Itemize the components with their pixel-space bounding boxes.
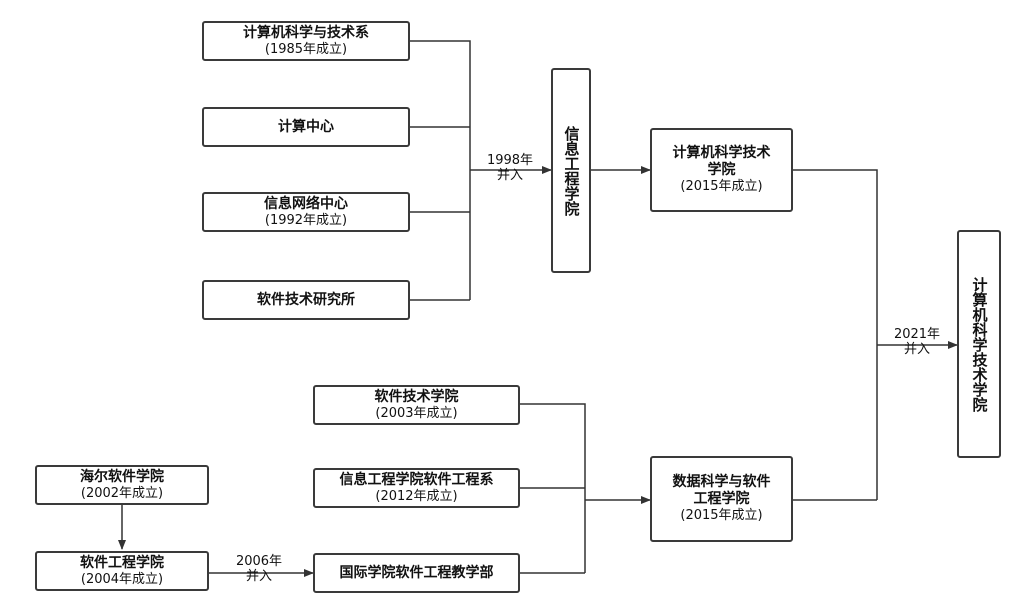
node-title-line1: 计算机科学技术 bbox=[672, 145, 771, 161]
node-final-school: 计算机科学技术学院 bbox=[957, 230, 1001, 458]
connector-software-tech-school bbox=[520, 403, 586, 573]
edge-label-year: 1998年 bbox=[486, 153, 534, 168]
edge-label-action: 并入 bbox=[245, 569, 272, 584]
node-title: 计算机科学与技术系 bbox=[243, 24, 369, 41]
node-title: 信息工程学院软件工程系 bbox=[339, 471, 494, 488]
node-intl-sw-dept: 国际学院软件工程教学部 bbox=[313, 553, 520, 593]
node-note: (2012年成立) bbox=[375, 488, 458, 504]
node-haier-school: 海尔软件学院 (2002年成立) bbox=[35, 465, 209, 505]
node-note: (1992年成立) bbox=[264, 212, 348, 228]
node-info-eng-sw-dept: 信息工程学院软件工程系 (2012年成立) bbox=[313, 468, 520, 508]
node-title: 软件技术学院 bbox=[374, 388, 459, 405]
node-title-line2: 工程学院 bbox=[693, 491, 750, 507]
edge-label-year: 2021年 bbox=[893, 327, 941, 342]
node-sw-eng-school: 软件工程学院 (2004年成立) bbox=[35, 551, 209, 591]
node-title: 信息工程学院 bbox=[562, 125, 581, 216]
node-network-center: 信息网络中心 (1992年成立) bbox=[202, 192, 410, 232]
node-note: (2015年成立) bbox=[680, 508, 763, 523]
edge-label-1998: 1998年 并入 bbox=[478, 153, 542, 183]
node-title: 软件技术研究所 bbox=[257, 291, 355, 308]
connector-cs-dept bbox=[410, 40, 471, 300]
node-title: 信息网络中心 bbox=[264, 195, 348, 212]
node-note: (1985年成立) bbox=[264, 41, 348, 57]
node-title-line2: 学院 bbox=[707, 162, 736, 178]
connector-cs-school-to-final bbox=[793, 169, 878, 500]
node-note: (2002年成立) bbox=[80, 485, 164, 501]
edge-label-year: 2006年 bbox=[235, 554, 283, 569]
node-title: 国际学院软件工程教学部 bbox=[339, 564, 494, 581]
edge-label-2021: 2021年 并入 bbox=[884, 327, 950, 357]
node-computing-center: 计算中心 bbox=[202, 107, 410, 147]
edge-label-2006: 2006年 并入 bbox=[226, 554, 292, 584]
node-title: 海尔软件学院 bbox=[80, 468, 164, 485]
node-title: 软件工程学院 bbox=[80, 554, 164, 571]
node-cs-dept: 计算机科学与技术系 (1985年成立) bbox=[202, 21, 410, 61]
node-note: (2015年成立) bbox=[680, 179, 763, 194]
node-title: 计算中心 bbox=[278, 118, 334, 135]
node-note: (2003年成立) bbox=[375, 405, 458, 421]
node-info-eng: 信息工程学院 bbox=[551, 68, 591, 273]
edge-label-action: 并入 bbox=[496, 168, 523, 183]
node-ds-school: 数据科学与软件 工程学院 (2015年成立) bbox=[650, 456, 793, 542]
node-title-line1: 数据科学与软件 bbox=[672, 474, 771, 490]
node-cs-school: 计算机科学技术 学院 (2015年成立) bbox=[650, 128, 793, 212]
node-title: 计算机科学技术学院 bbox=[970, 276, 989, 412]
node-software-tech-school: 软件技术学院 (2003年成立) bbox=[313, 385, 520, 425]
node-note: (2004年成立) bbox=[80, 571, 164, 587]
edge-label-action: 并入 bbox=[903, 342, 930, 357]
node-software-institute: 软件技术研究所 bbox=[202, 280, 410, 320]
